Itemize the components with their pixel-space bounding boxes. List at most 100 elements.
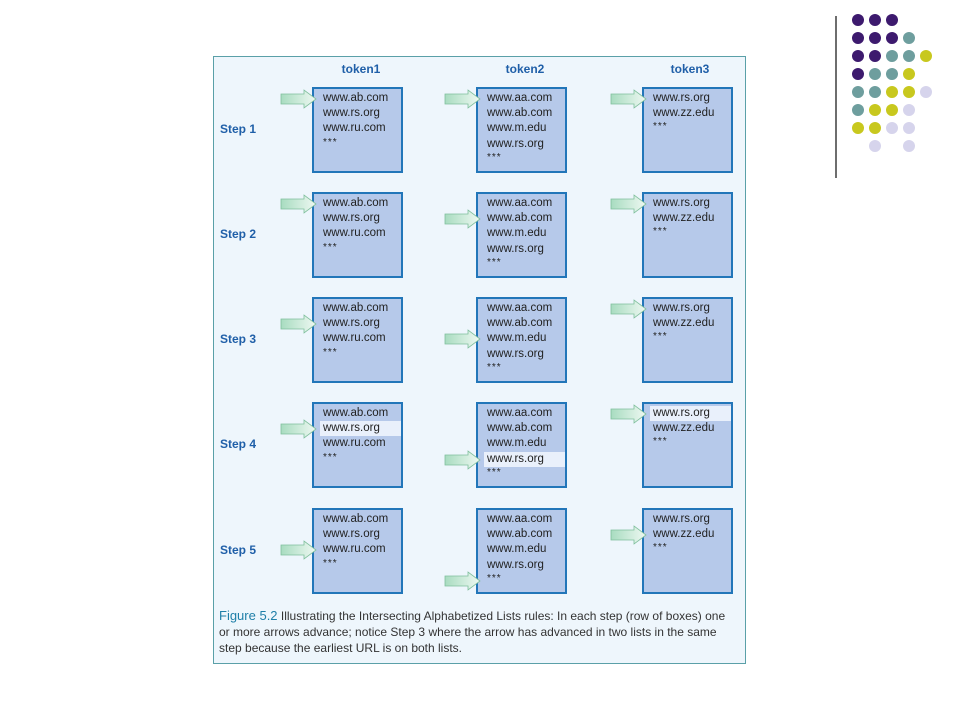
column-header-token1: token1 — [341, 62, 381, 76]
decorative-dot — [903, 50, 915, 62]
decorative-dot — [886, 86, 898, 98]
url-entry: www.zz.edu — [653, 422, 715, 435]
decorative-dot — [886, 122, 898, 134]
url-entry: www.ru.com — [323, 122, 386, 135]
url-entry: www.ru.com — [323, 227, 386, 240]
decorative-dot — [903, 32, 915, 44]
url-entry: www.m.edu — [487, 122, 547, 135]
url-entry: www.rs.org — [323, 107, 380, 120]
ellipsis-stars: *** — [323, 346, 338, 358]
decorative-dot — [920, 50, 932, 62]
pointer-arrow-icon — [610, 89, 647, 109]
ellipsis-stars: *** — [487, 256, 502, 268]
caption-text: Illustrating the Intersecting Alphabetiz… — [219, 609, 726, 655]
step-label: Step 4 — [220, 437, 257, 451]
pointer-arrow-icon — [444, 449, 481, 470]
url-entry: www.aa.com — [487, 513, 553, 525]
pointer-arrow-icon — [444, 209, 481, 229]
url-entry: www.rs.org — [487, 242, 544, 255]
url-entry: www.zz.edu — [653, 317, 715, 330]
column-header-token2: token2 — [505, 62, 545, 76]
decorative-dot — [852, 32, 864, 44]
decorative-dot-grid — [852, 14, 952, 154]
url-entry: www.zz.edu — [653, 528, 715, 541]
step-label: Step 3 — [220, 332, 257, 346]
pointer-arrow-icon — [444, 329, 481, 350]
url-entry: www.ab.com — [323, 197, 389, 209]
ellipsis-stars: *** — [653, 542, 668, 554]
ellipsis-stars: *** — [653, 121, 668, 133]
url-entry: www.m.edu — [487, 227, 547, 240]
url-entry: www.aa.com — [487, 302, 553, 314]
url-entry: www.rs.org — [650, 406, 731, 422]
ellipsis-stars: *** — [323, 451, 338, 463]
decorative-dot — [869, 140, 881, 152]
url-entry: www.ru.com — [323, 543, 386, 556]
step-label: Step 1 — [220, 122, 257, 136]
decorative-dot — [852, 122, 864, 134]
ellipsis-stars: *** — [487, 572, 502, 584]
url-entry: www.ab.com — [487, 107, 553, 120]
ellipsis-stars: *** — [323, 557, 338, 569]
url-list-box: www.aa.com www.ab.com www.m.edu www.rs.org*… — [476, 508, 567, 594]
url-entry: www.rs.org — [323, 317, 380, 330]
decorative-dot — [869, 68, 881, 80]
url-entry: www.aa.com — [487, 197, 553, 209]
step-label: Step 5 — [220, 543, 257, 557]
url-entry: www.aa.com — [487, 92, 553, 104]
ellipsis-stars: *** — [653, 331, 668, 343]
url-entry: www.ab.com — [487, 317, 553, 330]
decorative-dot — [869, 14, 881, 26]
decorative-dot — [852, 86, 864, 98]
decorative-dot — [903, 104, 915, 116]
url-entry: www.aa.com — [487, 407, 553, 419]
ellipsis-stars: *** — [487, 151, 502, 163]
pointer-arrow-icon — [280, 314, 317, 334]
decorative-dot — [903, 86, 915, 98]
url-entry: www.rs.org — [320, 421, 401, 437]
ellipsis-stars: *** — [653, 226, 668, 238]
url-entry: www.rs.org — [487, 347, 544, 360]
url-entry: www.ab.com — [323, 513, 389, 525]
url-entry: www.rs.org — [653, 302, 710, 314]
url-entry: www.rs.org — [487, 558, 544, 571]
decorative-dot — [869, 122, 881, 134]
ellipsis-stars: *** — [323, 241, 338, 253]
decorative-dot — [886, 50, 898, 62]
pointer-arrow-icon — [280, 540, 317, 561]
ellipsis-stars: *** — [653, 436, 668, 448]
pointer-arrow-icon — [280, 419, 317, 439]
url-entry: www.ab.com — [487, 422, 553, 435]
url-entry: www.m.edu — [487, 437, 547, 450]
url-entry: www.m.edu — [487, 543, 547, 556]
decorative-dot — [869, 104, 881, 116]
pointer-arrow-icon — [444, 89, 481, 109]
decorative-dot — [869, 86, 881, 98]
url-entry: www.zz.edu — [653, 107, 715, 120]
figure-label: Figure 5.2 — [219, 608, 278, 623]
url-entry: www.zz.edu — [653, 212, 715, 225]
decorative-dot — [852, 14, 864, 26]
url-entry: www.ab.com — [487, 528, 553, 541]
pointer-arrow-icon — [610, 404, 647, 424]
url-entry: www.ab.com — [487, 212, 553, 225]
decorative-vertical-line — [835, 16, 837, 178]
figure-panel: token1 token2 token3 Figure 5.2 Illustra… — [213, 56, 746, 664]
decorative-dot — [920, 86, 932, 98]
url-entry: www.ru.com — [323, 437, 386, 450]
decorative-dot — [869, 32, 881, 44]
decorative-dot — [852, 50, 864, 62]
pointer-arrow-icon — [610, 299, 647, 319]
pointer-arrow-icon — [610, 194, 647, 214]
url-entry: www.rs.org — [653, 513, 710, 525]
url-entry: www.m.edu — [487, 332, 547, 345]
